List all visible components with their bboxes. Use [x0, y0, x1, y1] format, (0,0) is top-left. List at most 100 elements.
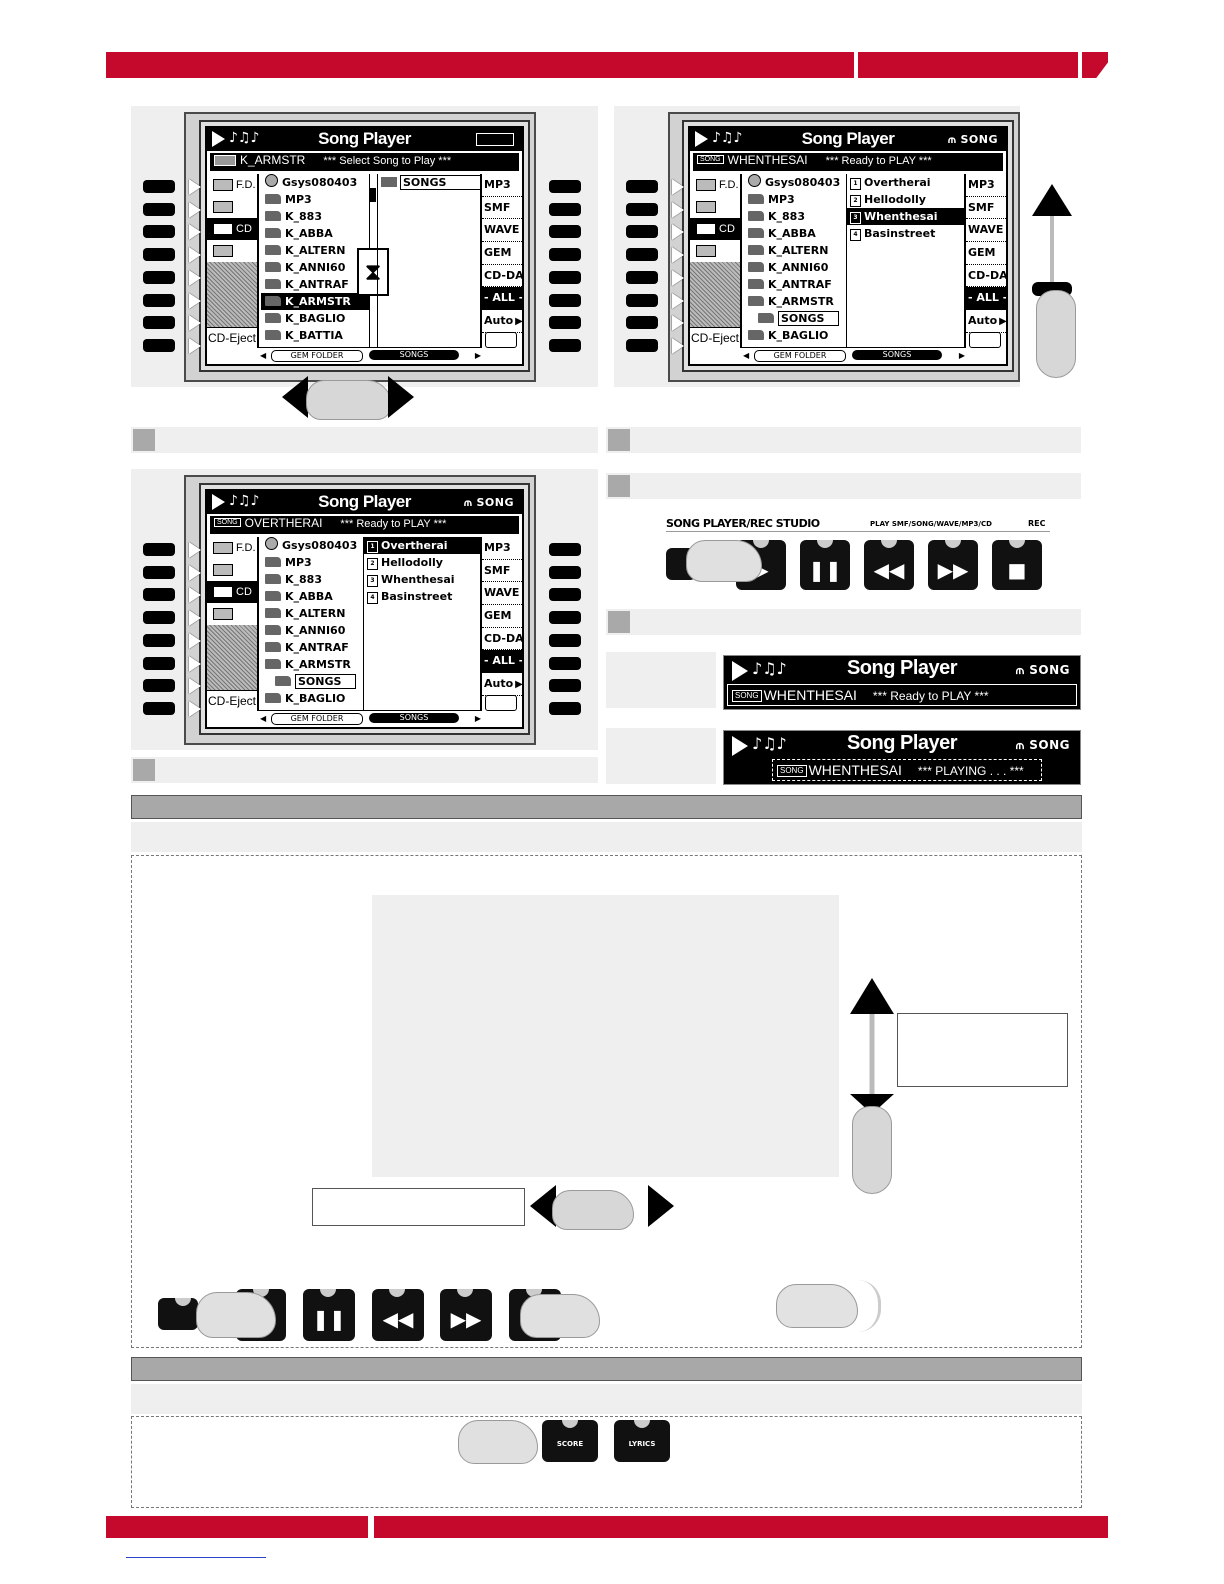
side-button-right[interactable] — [549, 611, 581, 625]
side-button-left[interactable] — [143, 588, 175, 602]
source-cd[interactable]: CD — [207, 218, 257, 240]
side-button-left[interactable] — [143, 248, 175, 262]
folder-item[interactable]: SONGS — [744, 310, 846, 327]
type-gem[interactable]: GEM — [482, 605, 522, 628]
side-button-left[interactable] — [143, 338, 175, 352]
folder-item[interactable]: K_ANTRAF — [261, 276, 369, 293]
rewind-button[interactable]: ◀◀ — [372, 1289, 424, 1341]
side-button-left[interactable] — [143, 316, 175, 330]
type-gem[interactable]: GEM — [482, 242, 522, 265]
folder-item[interactable]: K_ANTRAF — [744, 276, 846, 293]
folder-item[interactable]: K_BAGLIO — [261, 310, 369, 327]
side-button-left[interactable] — [626, 248, 658, 262]
side-button-right[interactable] — [549, 293, 581, 307]
type-cd-da[interactable]: CD-DA — [482, 628, 522, 651]
side-button-left[interactable] — [143, 543, 175, 556]
scroll-left-icon[interactable]: ◀ — [260, 714, 267, 723]
loop-icon[interactable] — [485, 332, 517, 348]
lyrics-button[interactable]: LYRICS — [614, 1420, 670, 1462]
folder-item[interactable]: K_ALTERN — [744, 242, 846, 259]
source-cd[interactable]: CD — [690, 218, 740, 240]
scroll-thumb[interactable] — [370, 188, 376, 202]
gem-folder-button[interactable]: GEM FOLDER — [754, 350, 846, 362]
type-cd-da[interactable]: CD-DA — [966, 265, 1006, 288]
folder-item[interactable]: K_ALTERN — [261, 605, 363, 622]
side-button-right[interactable] — [549, 180, 581, 193]
folder-item[interactable]: MP3 — [744, 191, 846, 208]
side-button-right[interactable] — [549, 543, 581, 556]
scroll-left-icon[interactable]: ◀ — [260, 351, 267, 360]
side-button-right[interactable] — [549, 225, 581, 239]
type-smf[interactable]: SMF — [482, 560, 522, 583]
side-button-left[interactable] — [143, 701, 175, 715]
source-fd[interactable]: F.D. — [207, 174, 257, 196]
loop-icon[interactable] — [485, 695, 517, 711]
folder-item[interactable]: K_ALTERN — [261, 242, 369, 259]
side-button-right[interactable] — [549, 565, 581, 579]
folder-item[interactable]: MP3 — [261, 554, 363, 571]
type-all[interactable]: - ALL - — [482, 650, 522, 674]
songs-button[interactable]: SONGS — [852, 350, 942, 360]
up-down-arrow-icon[interactable] — [848, 976, 896, 1118]
folder-item[interactable]: SONGS — [261, 673, 363, 690]
side-button-left[interactable] — [143, 679, 175, 693]
type-mp3[interactable]: MP3 — [966, 174, 1006, 197]
side-button-right[interactable] — [549, 633, 581, 647]
loop-icon[interactable] — [969, 332, 1001, 348]
pause-button[interactable]: ❚❚ — [800, 540, 850, 590]
side-button-left[interactable] — [143, 565, 175, 579]
arrow-left-icon[interactable] — [530, 1185, 556, 1227]
gem-folder-button[interactable]: GEM FOLDER — [271, 350, 363, 362]
type-smf[interactable]: SMF — [966, 197, 1006, 220]
side-button-right[interactable] — [549, 588, 581, 602]
source-fd[interactable]: F.D. — [690, 174, 740, 196]
side-button-right[interactable] — [549, 701, 581, 715]
folder-item[interactable]: K_883 — [261, 571, 363, 588]
type-wave[interactable]: WAVE — [966, 219, 1006, 243]
up-down-arrow-icon[interactable] — [1028, 182, 1076, 300]
type-mp3[interactable]: MP3 — [482, 537, 522, 560]
source-ram[interactable]: RAM — [207, 240, 257, 279]
source-hd[interactable]: H.D. — [690, 196, 740, 235]
arrow-right-icon[interactable] — [388, 376, 414, 418]
side-button-right[interactable] — [549, 202, 581, 216]
side-button-left[interactable] — [626, 202, 658, 216]
folder-item[interactable]: K_ANNI60 — [744, 259, 846, 276]
source-ram[interactable]: RAM — [690, 240, 740, 279]
folder-item[interactable]: K_BAGLIO — [261, 690, 363, 707]
folder-item[interactable]: K_ARMSTR — [261, 293, 369, 310]
songs-button[interactable]: SONGS — [369, 713, 459, 723]
side-button-left[interactable] — [143, 611, 175, 625]
stop-button[interactable]: ■ — [992, 540, 1042, 590]
songs-button[interactable]: SONGS — [369, 350, 459, 360]
type-all[interactable]: - ALL - — [482, 287, 522, 311]
side-button-right[interactable] — [549, 338, 581, 352]
source-hd[interactable]: H.D. — [207, 196, 257, 235]
folder-item[interactable]: K_ANNI60 — [261, 622, 363, 639]
folder-item[interactable]: K_ARMSTR — [261, 656, 363, 673]
folder-item[interactable]: K_ABBA — [261, 588, 363, 605]
type-wave[interactable]: WAVE — [482, 582, 522, 606]
side-button-right[interactable] — [549, 679, 581, 693]
source-hd[interactable]: H.D. — [207, 559, 257, 598]
side-button-left[interactable] — [626, 293, 658, 307]
folder-item[interactable]: K_883 — [261, 208, 369, 225]
side-button-left[interactable] — [626, 338, 658, 352]
fast-forward-button[interactable]: ▶▶ — [928, 540, 978, 590]
side-button-right[interactable] — [549, 270, 581, 284]
gem-folder-button[interactable]: GEM FOLDER — [271, 713, 363, 725]
cd-eject-button[interactable]: CD-Eject — [207, 327, 257, 348]
folder-item[interactable]: K_BAGLIO — [744, 327, 846, 344]
cd-eject-button[interactable]: CD-Eject — [207, 690, 257, 711]
fast-forward-button[interactable]: ▶▶ — [440, 1289, 492, 1341]
folder-item[interactable]: K_ABBA — [261, 225, 369, 242]
folder-item[interactable]: K_ARMSTR — [744, 293, 846, 310]
folder-item[interactable]: K_ANTRAF — [261, 639, 363, 656]
side-button-right[interactable] — [549, 656, 581, 670]
